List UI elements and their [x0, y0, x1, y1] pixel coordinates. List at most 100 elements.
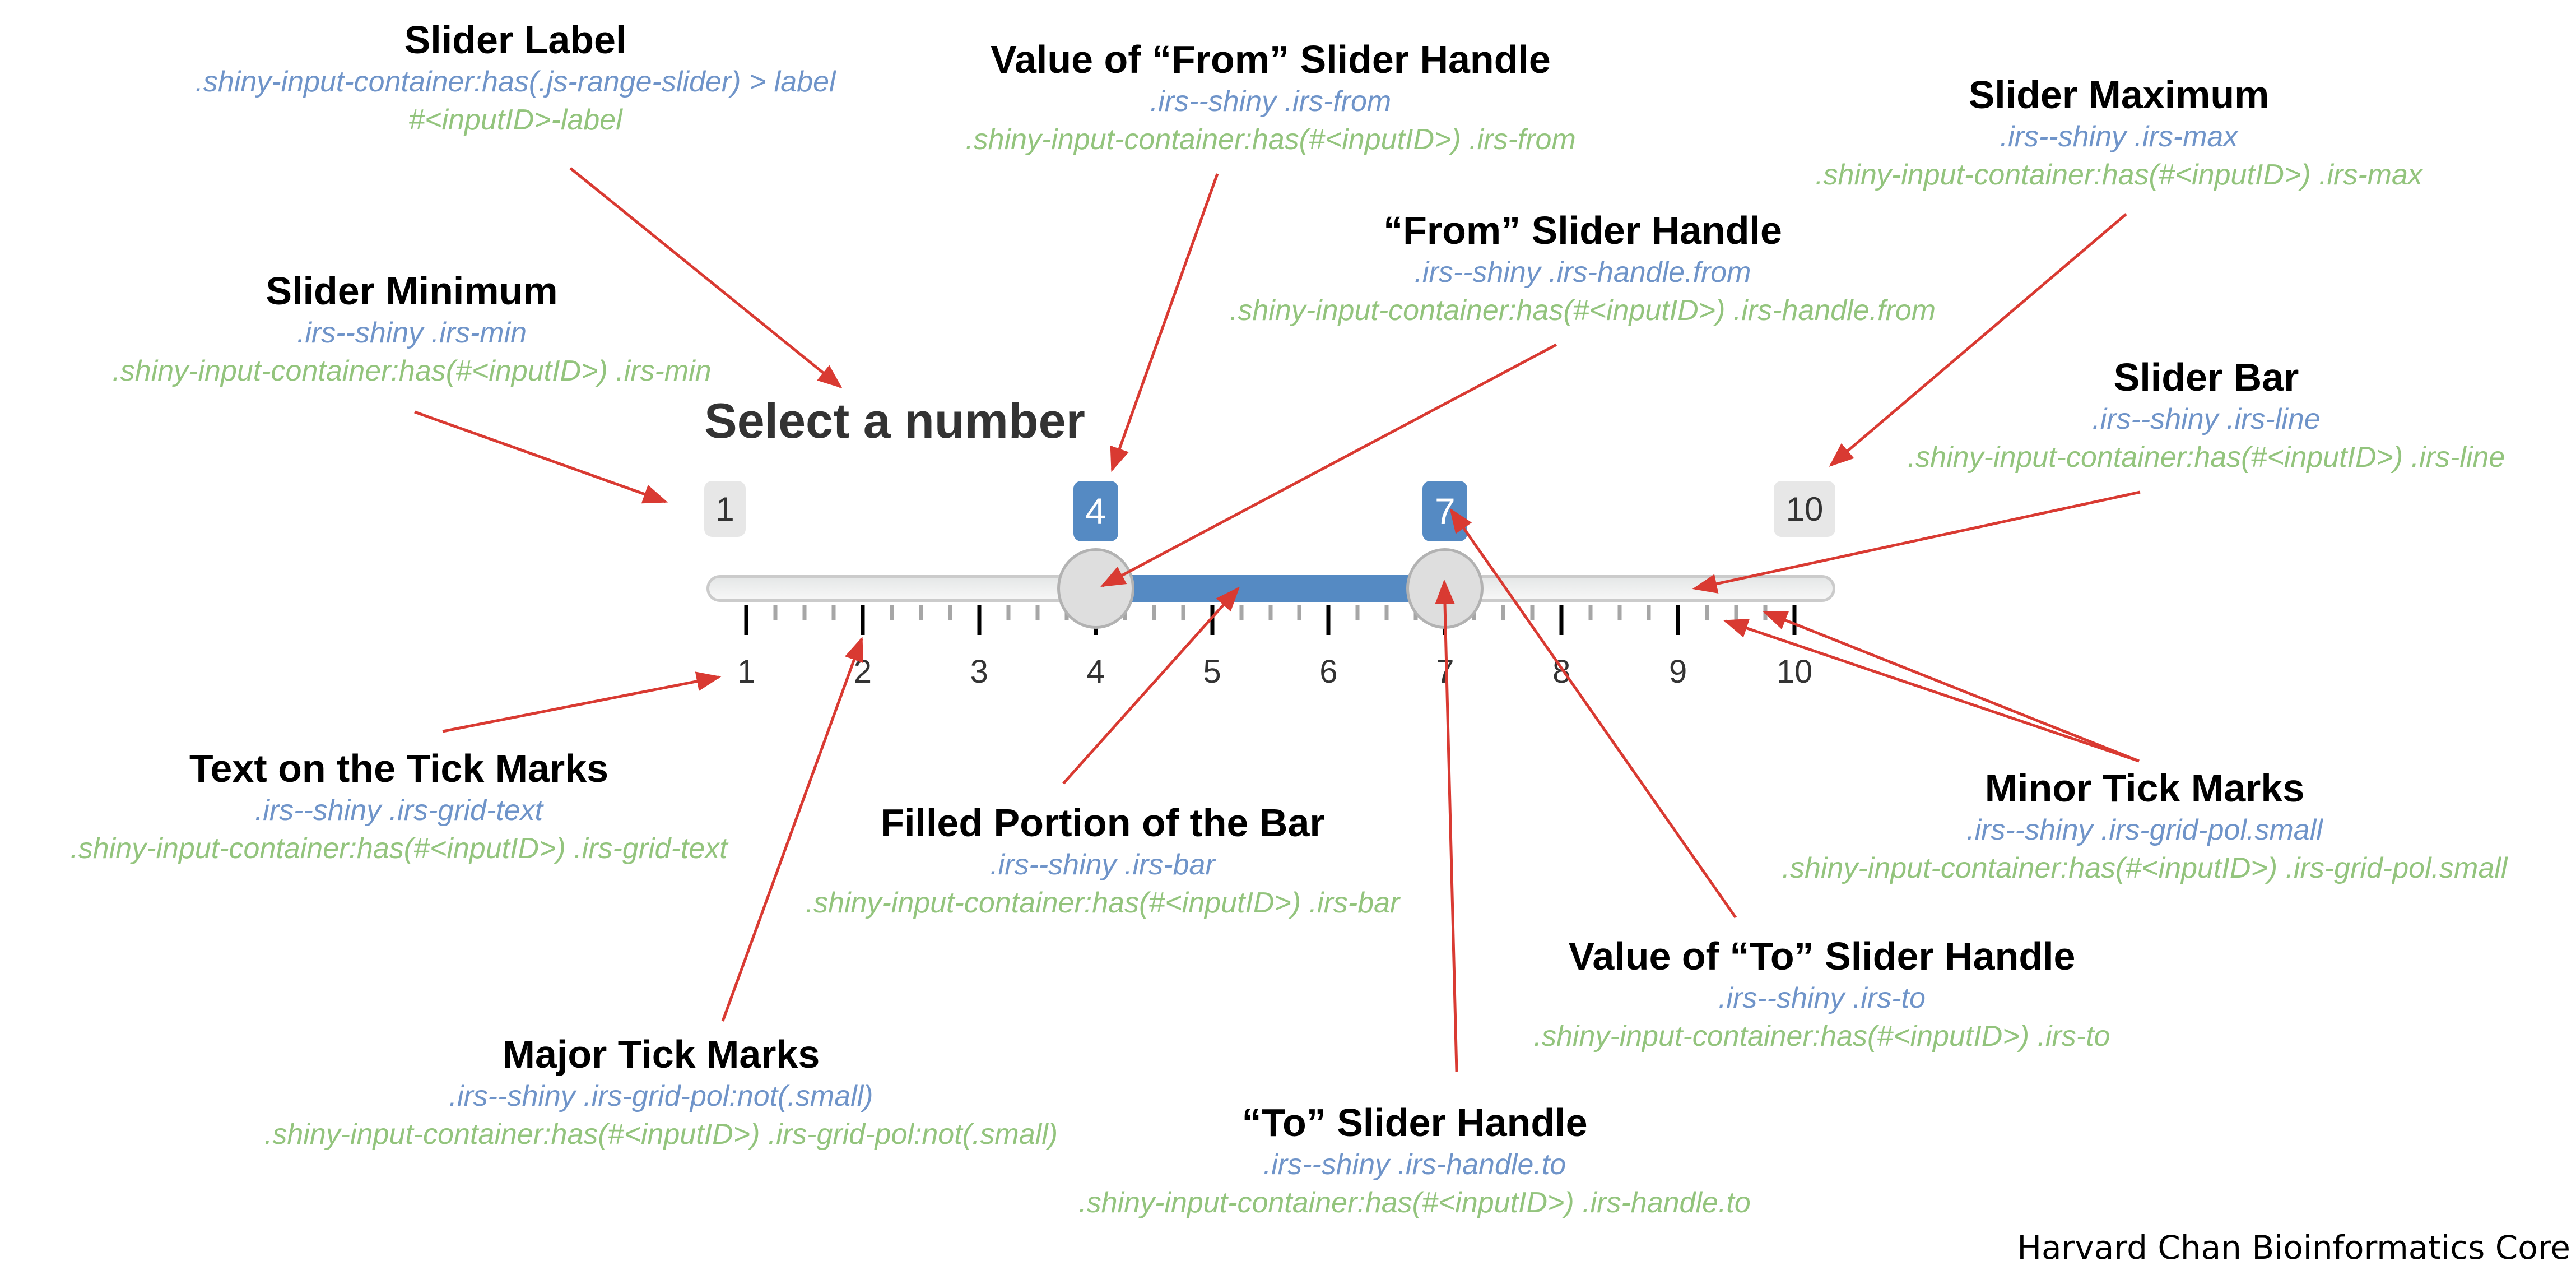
minor-tick: [1705, 605, 1709, 620]
callout-selector-green: .shiny-input-container:has(#<inputID>) .…: [70, 832, 728, 865]
arrow-from-value: [1110, 173, 1219, 472]
minor-tick: [890, 605, 894, 620]
callout-selector-green: .shiny-input-container:has(#<inputID>) .…: [1907, 441, 2505, 474]
callout-selector-blue: .irs--shiny .irs-line: [2092, 403, 2321, 435]
minor-tick: [948, 605, 952, 620]
minor-tick: [802, 605, 807, 620]
credit-text: Harvard Chan Bioinformatics Core: [2017, 1229, 2570, 1267]
callout-grid-text: Text on the Tick Marks .irs--shiny .irs-…: [70, 745, 727, 868]
grid-text: 6: [1319, 653, 1338, 690]
callout-selector-blue: .irs--shiny .irs-handle.from: [1414, 256, 1751, 289]
grid-text: 5: [1203, 653, 1221, 690]
callout-title: Text on the Tick Marks: [189, 747, 609, 790]
major-tick: [861, 605, 865, 635]
minor-tick: [1152, 605, 1156, 620]
callout-selector-blue: .irs--shiny .irs-min: [296, 317, 527, 349]
major-tick: [1792, 605, 1797, 635]
minor-tick: [1647, 605, 1651, 620]
minor-tick: [1617, 605, 1622, 620]
callout-selector-green: .shiny-input-container:has(#<inputID>) .…: [112, 355, 712, 387]
grid-text: 9: [1668, 653, 1687, 690]
callout-minor-ticks: Minor Tick Marks .irs--shiny .irs-grid-p…: [1782, 765, 2508, 887]
arrow-from-handle: [1100, 343, 1557, 587]
to-value-label: 7: [1422, 481, 1468, 541]
callout-major-ticks: Major Tick Marks .irs--shiny .irs-grid-p…: [264, 1031, 1058, 1153]
grid-text: 2: [853, 653, 872, 690]
callout-selector-green: .shiny-input-container:has(#<inputID>) .…: [1782, 852, 2508, 884]
grid-text: 8: [1552, 653, 1571, 690]
callout-selector-green: .shiny-input-container:has(#<inputID>) .…: [1229, 294, 1936, 327]
major-tick: [1210, 605, 1215, 635]
minor-tick: [1763, 605, 1768, 620]
callout-selector-blue: .irs--shiny .irs-handle.to: [1263, 1148, 1566, 1181]
minor-tick: [1501, 605, 1505, 620]
callout-slider-maximum: Slider Maximum .irs--shiny .irs-max .shi…: [1815, 72, 2422, 194]
callout-title: “From” Slider Handle: [1383, 208, 1782, 252]
to-handle[interactable]: [1406, 548, 1484, 629]
minor-tick: [919, 605, 923, 620]
major-tick: [977, 605, 982, 635]
minor-tick: [1268, 605, 1272, 620]
slider-label: Select a number: [704, 393, 1085, 448]
callout-selector-green: .shiny-input-container:has(#<inputID>) .…: [264, 1118, 1058, 1151]
callout-selector-green: .shiny-input-container:has(#<inputID>) .…: [1078, 1186, 1751, 1219]
minor-tick: [1006, 605, 1011, 620]
callout-title: Slider Minimum: [266, 269, 558, 313]
callout-slider-label: Slider Label .shiny-input-container:has(…: [195, 17, 835, 139]
callout-selector-blue: .shiny-input-container:has(.js-range-sli…: [195, 66, 836, 98]
callout-selector-green: #<inputID>-label: [408, 104, 622, 136]
grid-text: 10: [1776, 653, 1813, 690]
callout-selector-green: .shiny-input-container:has(#<inputID>) .…: [1815, 159, 2422, 191]
callout-selector-green: .shiny-input-container:has(#<inputID>) .…: [1533, 1020, 2110, 1053]
minor-tick: [773, 605, 778, 620]
callout-title: “To” Slider Handle: [1241, 1101, 1588, 1144]
callout-selector-blue: .irs--shiny .irs-from: [1150, 85, 1392, 118]
slider-min-label: 1: [704, 481, 746, 537]
callout-title: Minor Tick Marks: [1984, 766, 2305, 810]
arrow-minor-ticks-b: [1762, 610, 2140, 763]
minor-tick: [1588, 605, 1593, 620]
major-tick: [1676, 605, 1680, 635]
minor-tick: [1734, 605, 1738, 620]
callout-to-value: Value of “To” Slider Handle .irs--shiny …: [1534, 933, 2110, 1055]
callout-to-handle: “To” Slider Handle .irs--shiny .irs-hand…: [1078, 1100, 1751, 1222]
callout-from-value: Value of “From” Slider Handle .irs--shin…: [965, 36, 1576, 159]
callout-selector-blue: .irs--shiny .irs-max: [2000, 120, 2238, 153]
arrow-to-value: [1449, 508, 1737, 919]
minor-tick: [1355, 605, 1360, 620]
minor-tick: [1297, 605, 1301, 620]
callout-selector-green: .shiny-input-container:has(#<inputID>) .…: [965, 123, 1576, 156]
callout-title: Value of “From” Slider Handle: [991, 38, 1551, 81]
from-value-label: 4: [1073, 481, 1118, 541]
callout-title: Slider Bar: [2113, 355, 2299, 399]
callout-title: Value of “To” Slider Handle: [1568, 934, 2076, 978]
callout-selector-blue: .irs--shiny .irs-grid-text: [254, 794, 543, 827]
callout-slider-bar: Slider Bar .irs--shiny .irs-line .shiny-…: [1908, 354, 2505, 476]
grid-text: 4: [1086, 653, 1105, 690]
slider-filled-bar: [1095, 575, 1445, 602]
callout-selector-blue: .irs--shiny .irs-grid-pol:not(.small): [449, 1080, 873, 1113]
arrow-minor-ticks-a: [1723, 619, 2140, 763]
callout-slider-minimum: Slider Minimum .irs--shiny .irs-min .shi…: [112, 268, 711, 390]
major-tick: [1559, 605, 1564, 635]
callout-title: Slider Label: [404, 18, 627, 62]
grid-text: 3: [970, 653, 988, 690]
from-handle[interactable]: [1057, 548, 1134, 629]
arrow-slider-minimum: [414, 410, 668, 504]
minor-tick: [1239, 605, 1244, 620]
callout-title: Major Tick Marks: [502, 1032, 820, 1076]
callout-selector-blue: .irs--shiny .irs-bar: [990, 849, 1215, 881]
callout-title: Filled Portion of the Bar: [880, 801, 1325, 845]
callout-selector-blue: .irs--shiny .irs-to: [1718, 982, 1926, 1014]
slider-max-label: 10: [1774, 481, 1835, 537]
callout-selector-blue: .irs--shiny .irs-grid-pol.small: [1966, 814, 2323, 846]
callout-filled-bar: Filled Portion of the Bar .irs--shiny .i…: [806, 800, 1400, 922]
major-tick: [744, 605, 748, 635]
minor-tick: [1530, 605, 1535, 620]
minor-tick: [1035, 605, 1040, 620]
grid-text: 1: [737, 653, 756, 690]
minor-tick: [831, 605, 836, 620]
grid-text: 7: [1436, 653, 1454, 690]
minor-tick: [1181, 605, 1185, 620]
arrow-grid-text: [442, 671, 722, 733]
